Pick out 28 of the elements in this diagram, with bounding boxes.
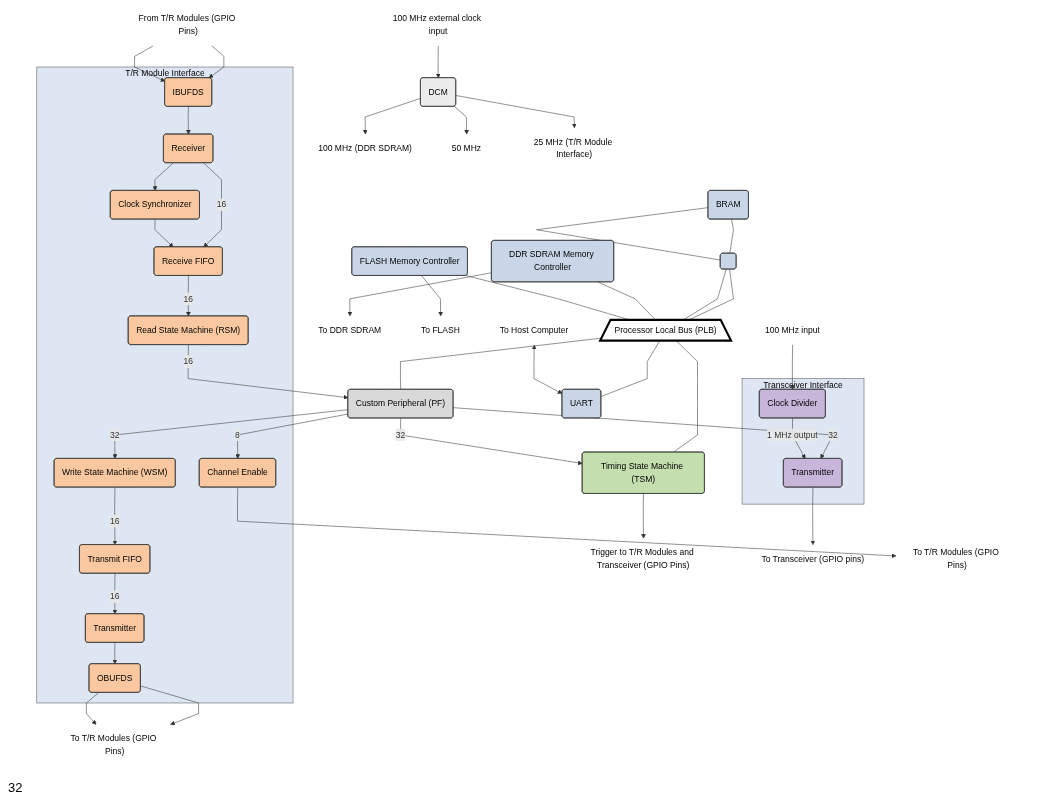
node-text: To DDR SDRAM xyxy=(318,325,382,335)
edge-label: 32 xyxy=(828,430,838,440)
node-text: To Transceiver (GPIO pins) xyxy=(761,554,864,564)
edge-label: 16 xyxy=(216,199,227,209)
connector xyxy=(729,219,734,254)
edge-label: 16 xyxy=(109,516,120,526)
node-text: To T/R Modules (GPIO Pins) xyxy=(912,547,999,570)
edge-label: 16 xyxy=(183,294,193,304)
node-text: To Host Computer xyxy=(499,325,569,335)
node-text: 50 MHz xyxy=(451,143,482,153)
edge-label: 16 xyxy=(109,591,120,601)
connector xyxy=(536,207,721,261)
bus-width-label: 32 xyxy=(8,780,23,795)
node-text: 25 MHz (T/R Module Interface) xyxy=(533,137,613,159)
edge-label: 8 xyxy=(235,430,240,440)
node-text: To T/R Modules (GPIO Pins) xyxy=(70,733,157,756)
edge-label: 32 xyxy=(109,430,120,440)
connector xyxy=(600,340,661,397)
node-text: 100 MHz external clock input xyxy=(392,13,482,36)
connector xyxy=(673,340,698,453)
node-text: Trigger to T/R Modules and Transceiver (GPIO Pins) xyxy=(590,547,694,570)
node-text: 100 MHz input xyxy=(764,325,820,335)
node-text: 100 MHz (DDR SDRAM) xyxy=(318,143,412,153)
edge-label: 32 xyxy=(395,430,406,440)
node-text: To FLASH xyxy=(421,325,460,335)
node-text: From T/R Modules (GPIO Pins) xyxy=(138,13,236,36)
edge-label: 16 xyxy=(183,356,193,366)
edge-label: 1 MHz output xyxy=(767,430,818,440)
